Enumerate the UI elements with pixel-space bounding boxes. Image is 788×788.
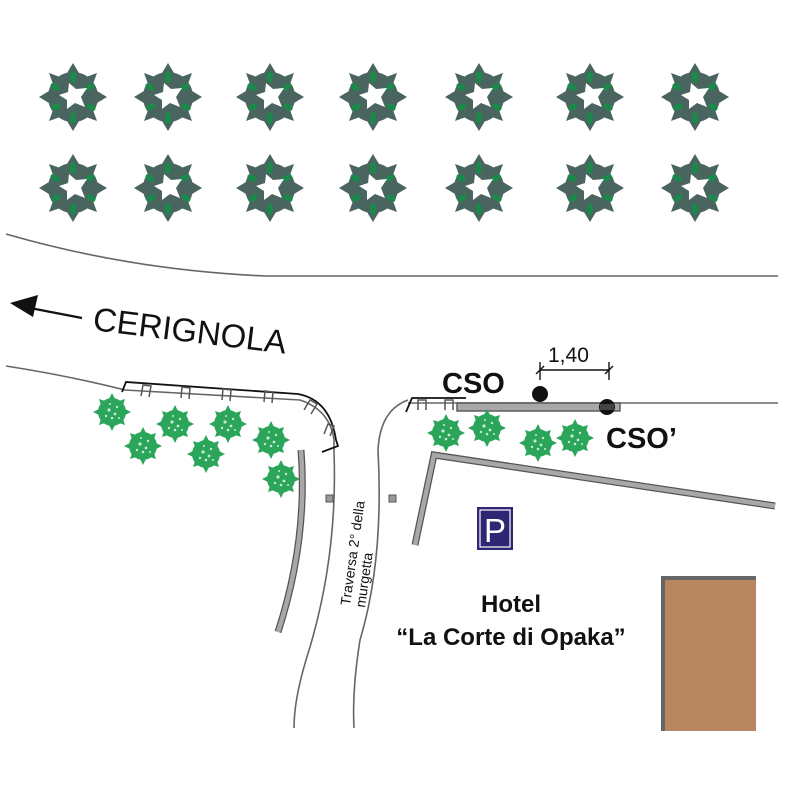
hotel-label-line1: Hotel	[481, 591, 541, 618]
tree-row-bottom	[39, 154, 729, 222]
shrub-icon	[252, 421, 290, 459]
railing-posts-left	[140, 384, 335, 437]
shrub-group-right	[427, 409, 594, 462]
measurement: 1,40	[535, 344, 614, 380]
hotel-building	[661, 576, 756, 731]
shrub-icon	[262, 460, 300, 498]
tree-icon	[556, 154, 624, 222]
railing-posts-right	[417, 399, 454, 410]
tree-icon	[339, 63, 407, 131]
side-street-edge-right	[352, 399, 409, 729]
shrub-icon	[156, 405, 194, 443]
cso-point	[532, 386, 548, 402]
tree-icon	[134, 63, 202, 131]
shrub-icon	[468, 409, 506, 447]
tree-icon	[661, 154, 729, 222]
tree-row-top	[39, 63, 729, 131]
tree-icon	[339, 154, 407, 222]
shrub-icon	[187, 435, 225, 473]
street-marker-right	[388, 494, 397, 503]
parking-sign-icon: P	[477, 507, 513, 550]
direction-label: CERIGNOLA	[91, 300, 288, 360]
tree-icon	[445, 63, 513, 131]
tree-icon	[661, 63, 729, 131]
railing-right	[405, 397, 466, 413]
railing-left	[121, 381, 340, 453]
cso-label: CSO	[442, 368, 505, 400]
tree-icon	[445, 154, 513, 222]
street-name-line2: murgetta	[352, 551, 376, 608]
shrub-icon	[556, 419, 594, 457]
shrub-icon	[209, 405, 247, 443]
arrow-left-icon	[10, 295, 83, 320]
curb-right	[456, 402, 621, 412]
measurement-label: 1,40	[548, 344, 589, 367]
tree-icon	[39, 63, 107, 131]
road-edge-upper	[5, 233, 778, 277]
tree-icon	[556, 63, 624, 131]
hotel-label-line2: “La Corte di Opaka”	[396, 624, 625, 651]
tree-icon	[134, 154, 202, 222]
shrub-group-left	[93, 393, 300, 498]
tree-icon	[39, 154, 107, 222]
tree-icon	[236, 154, 304, 222]
shrub-icon	[427, 414, 465, 452]
street-marker-left	[325, 494, 334, 503]
shrub-icon	[519, 424, 557, 462]
shrub-icon	[124, 427, 162, 465]
shrub-icon	[93, 393, 131, 431]
parking-sign-letter: P	[484, 512, 506, 549]
tree-icon	[236, 63, 304, 131]
cso-prime-label: CSO’	[606, 423, 677, 455]
side-street-edge-left	[293, 451, 336, 729]
